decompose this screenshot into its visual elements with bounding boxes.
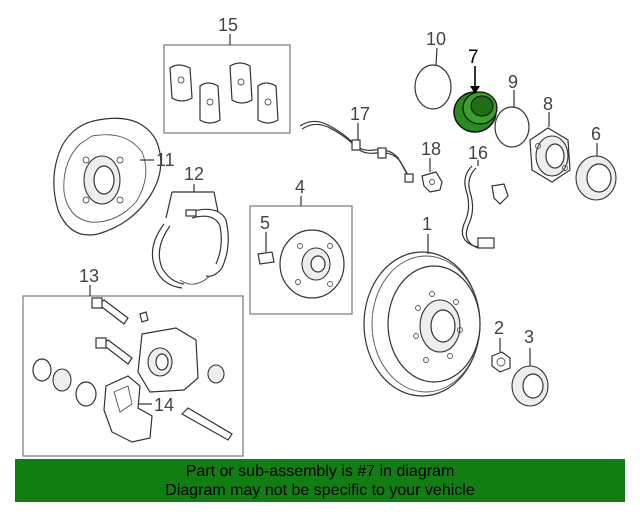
label-16: 16	[468, 143, 488, 163]
label-15: 15	[218, 15, 238, 35]
label-3: 3	[524, 327, 534, 347]
part-17-wire-harness[interactable]: 17	[299, 104, 414, 183]
label-4: 4	[295, 177, 305, 197]
part-15-brake-pads[interactable]: 15	[163, 15, 291, 134]
part-13-caliper-assembly[interactable]: 13 14	[22, 266, 244, 457]
label-2: 2	[494, 318, 504, 338]
part-8-hub[interactable]: 8	[529, 94, 571, 183]
label-14: 14	[154, 395, 174, 415]
part-4-hub-assembly[interactable]: 4 5	[249, 177, 353, 315]
part-3-cap[interactable]: 3	[511, 327, 549, 407]
label-10: 10	[426, 29, 446, 49]
part-12-brake-shoes[interactable]: 12	[151, 164, 229, 289]
label-5: 5	[260, 213, 270, 233]
part-7-seal-highlighted[interactable]: 7	[453, 47, 498, 133]
label-12: 12	[184, 164, 204, 184]
part-9-ring[interactable]: 9	[494, 72, 530, 148]
label-18: 18	[421, 139, 441, 159]
label-13: 13	[79, 266, 99, 286]
label-1: 1	[422, 214, 432, 234]
part-11-backing-plate[interactable]: 11	[53, 117, 175, 236]
part-16-abs-sensor[interactable]: 16	[461, 143, 509, 249]
part-18-bracket[interactable]: 18	[421, 139, 443, 193]
label-17: 17	[350, 104, 370, 124]
label-8: 8	[543, 94, 553, 114]
banner-line-2: Diagram may not be specific to your vehi…	[165, 482, 475, 499]
info-banner: Part or sub-assembly is #7 in diagram Di…	[15, 459, 625, 502]
part-10-o-ring[interactable]: 10	[414, 29, 452, 110]
label-6: 6	[591, 124, 601, 144]
label-11: 11	[156, 150, 175, 170]
part-2-nut[interactable]: 2	[491, 318, 511, 373]
part-1-rotor[interactable]: 1	[363, 214, 481, 397]
label-7: 7	[468, 47, 479, 68]
label-9: 9	[508, 72, 518, 92]
banner-line-1: Part or sub-assembly is #7 in diagram	[185, 463, 455, 480]
part-6-bearing[interactable]: 6	[575, 124, 617, 201]
